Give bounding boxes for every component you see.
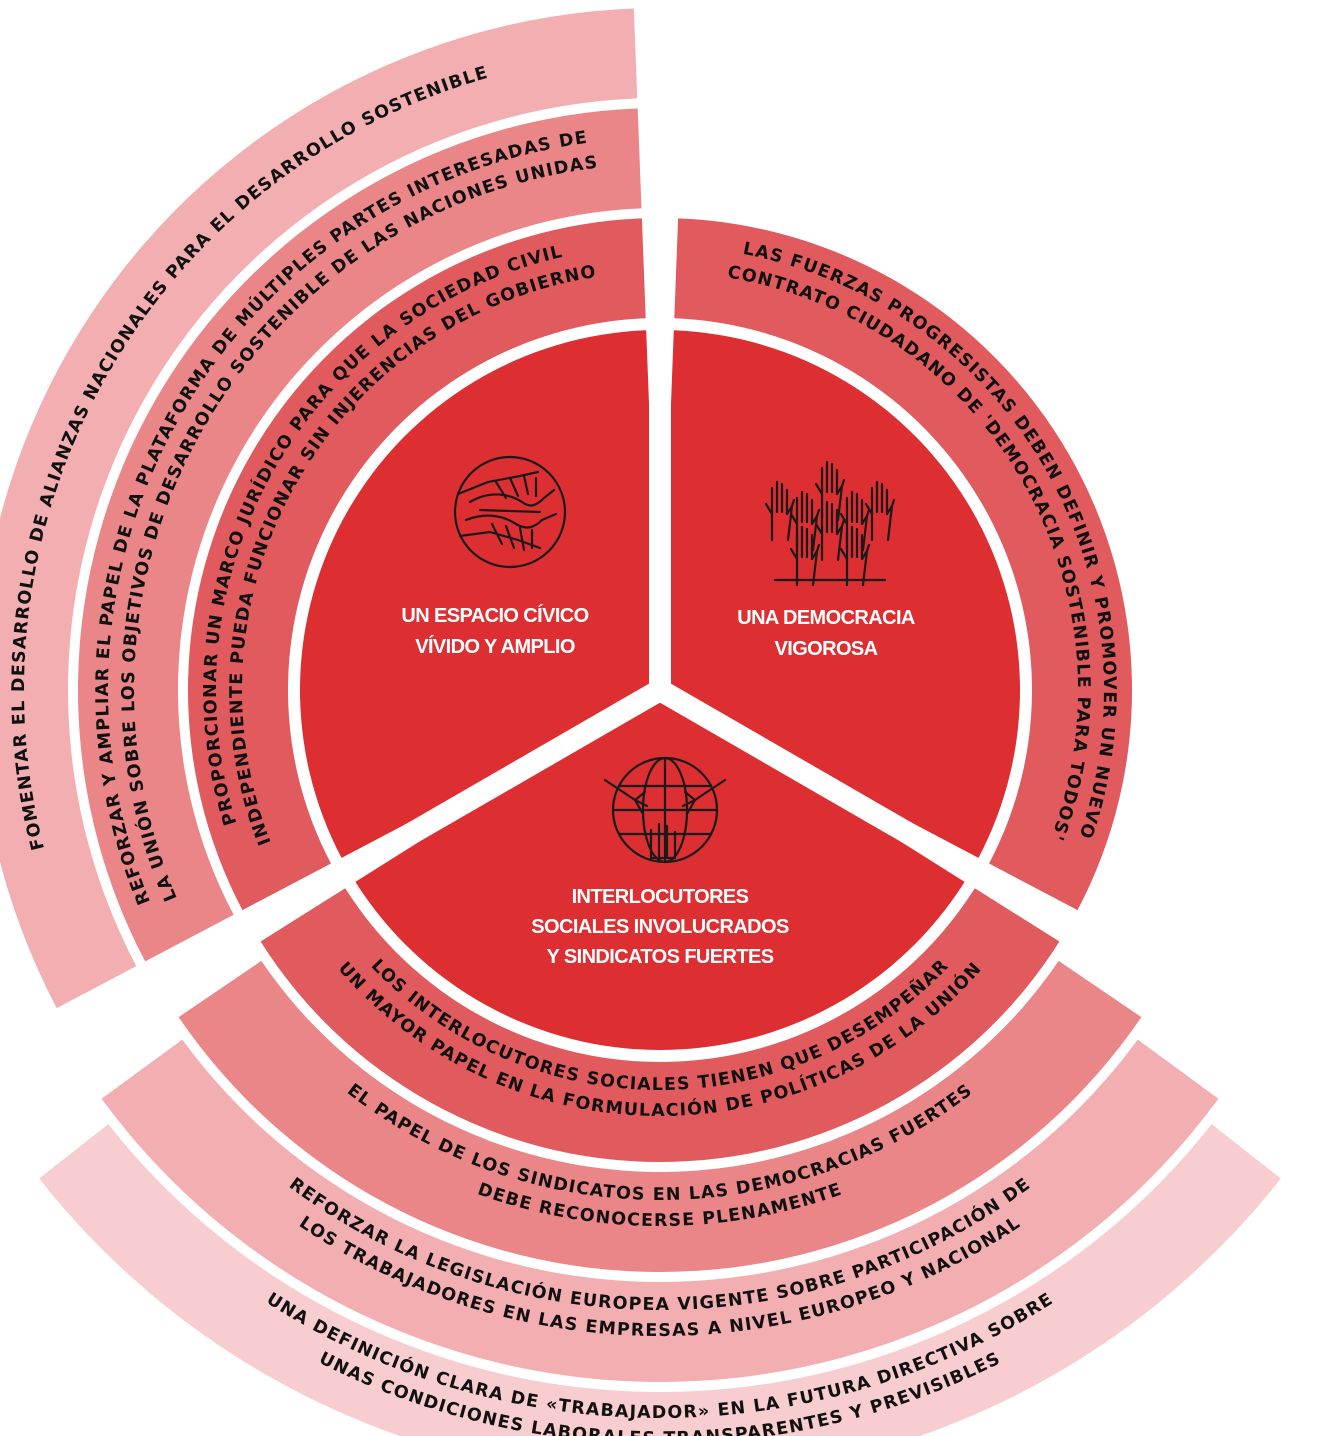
- civic-label-line1: UN ESPACIO CÍVICO: [401, 604, 588, 627]
- democracy-label-line1: UNA DEMOCRACIA: [737, 607, 915, 629]
- unions-ring-2: [178, 960, 1142, 1272]
- democracy-core-sector: [660, 330, 1021, 858]
- unions-ring-4: [39, 1124, 1281, 1436]
- unions-label-line3: Y SINDICATOS FUERTES: [547, 946, 774, 968]
- joined-hands-globe-icon: [453, 455, 567, 569]
- unions-label-line2: SOCIALES INVOLUCRADOS: [531, 916, 789, 938]
- unions-ring-1: [260, 888, 1060, 1162]
- unions-core-sector: [355, 690, 965, 1050]
- sector-label-unions: INTERLOCUTORES SOCIALES INVOLUCRADOS Y S…: [531, 886, 789, 968]
- democracy-label-line2: VIGOROSA: [775, 638, 878, 660]
- unions-ring-3: [101, 1039, 1219, 1382]
- civic-core-sector: [299, 330, 660, 858]
- civic-ring-1: [187, 218, 646, 911]
- sector-label-democracy: UNA DEMOCRACIA VIGOROSA: [737, 607, 915, 660]
- sector-divider: [654, 680, 1318, 1083]
- sector-divider: [0, 680, 666, 1084]
- raised-hands-icon: [764, 460, 896, 587]
- civic-ring-3: [0, 8, 638, 1009]
- unions-label-line1: INTERLOCUTORES: [572, 886, 749, 908]
- civic-ring-2: [77, 108, 642, 962]
- sector-label-civic: UN ESPACIO CÍVICO VÍVIDO Y AMPLIO: [401, 604, 589, 658]
- civic-label-line2: VÍVIDO Y AMPLIO: [415, 635, 575, 658]
- hands-on-globe-icon: [603, 756, 727, 864]
- democracy-ring-1: [674, 218, 1133, 911]
